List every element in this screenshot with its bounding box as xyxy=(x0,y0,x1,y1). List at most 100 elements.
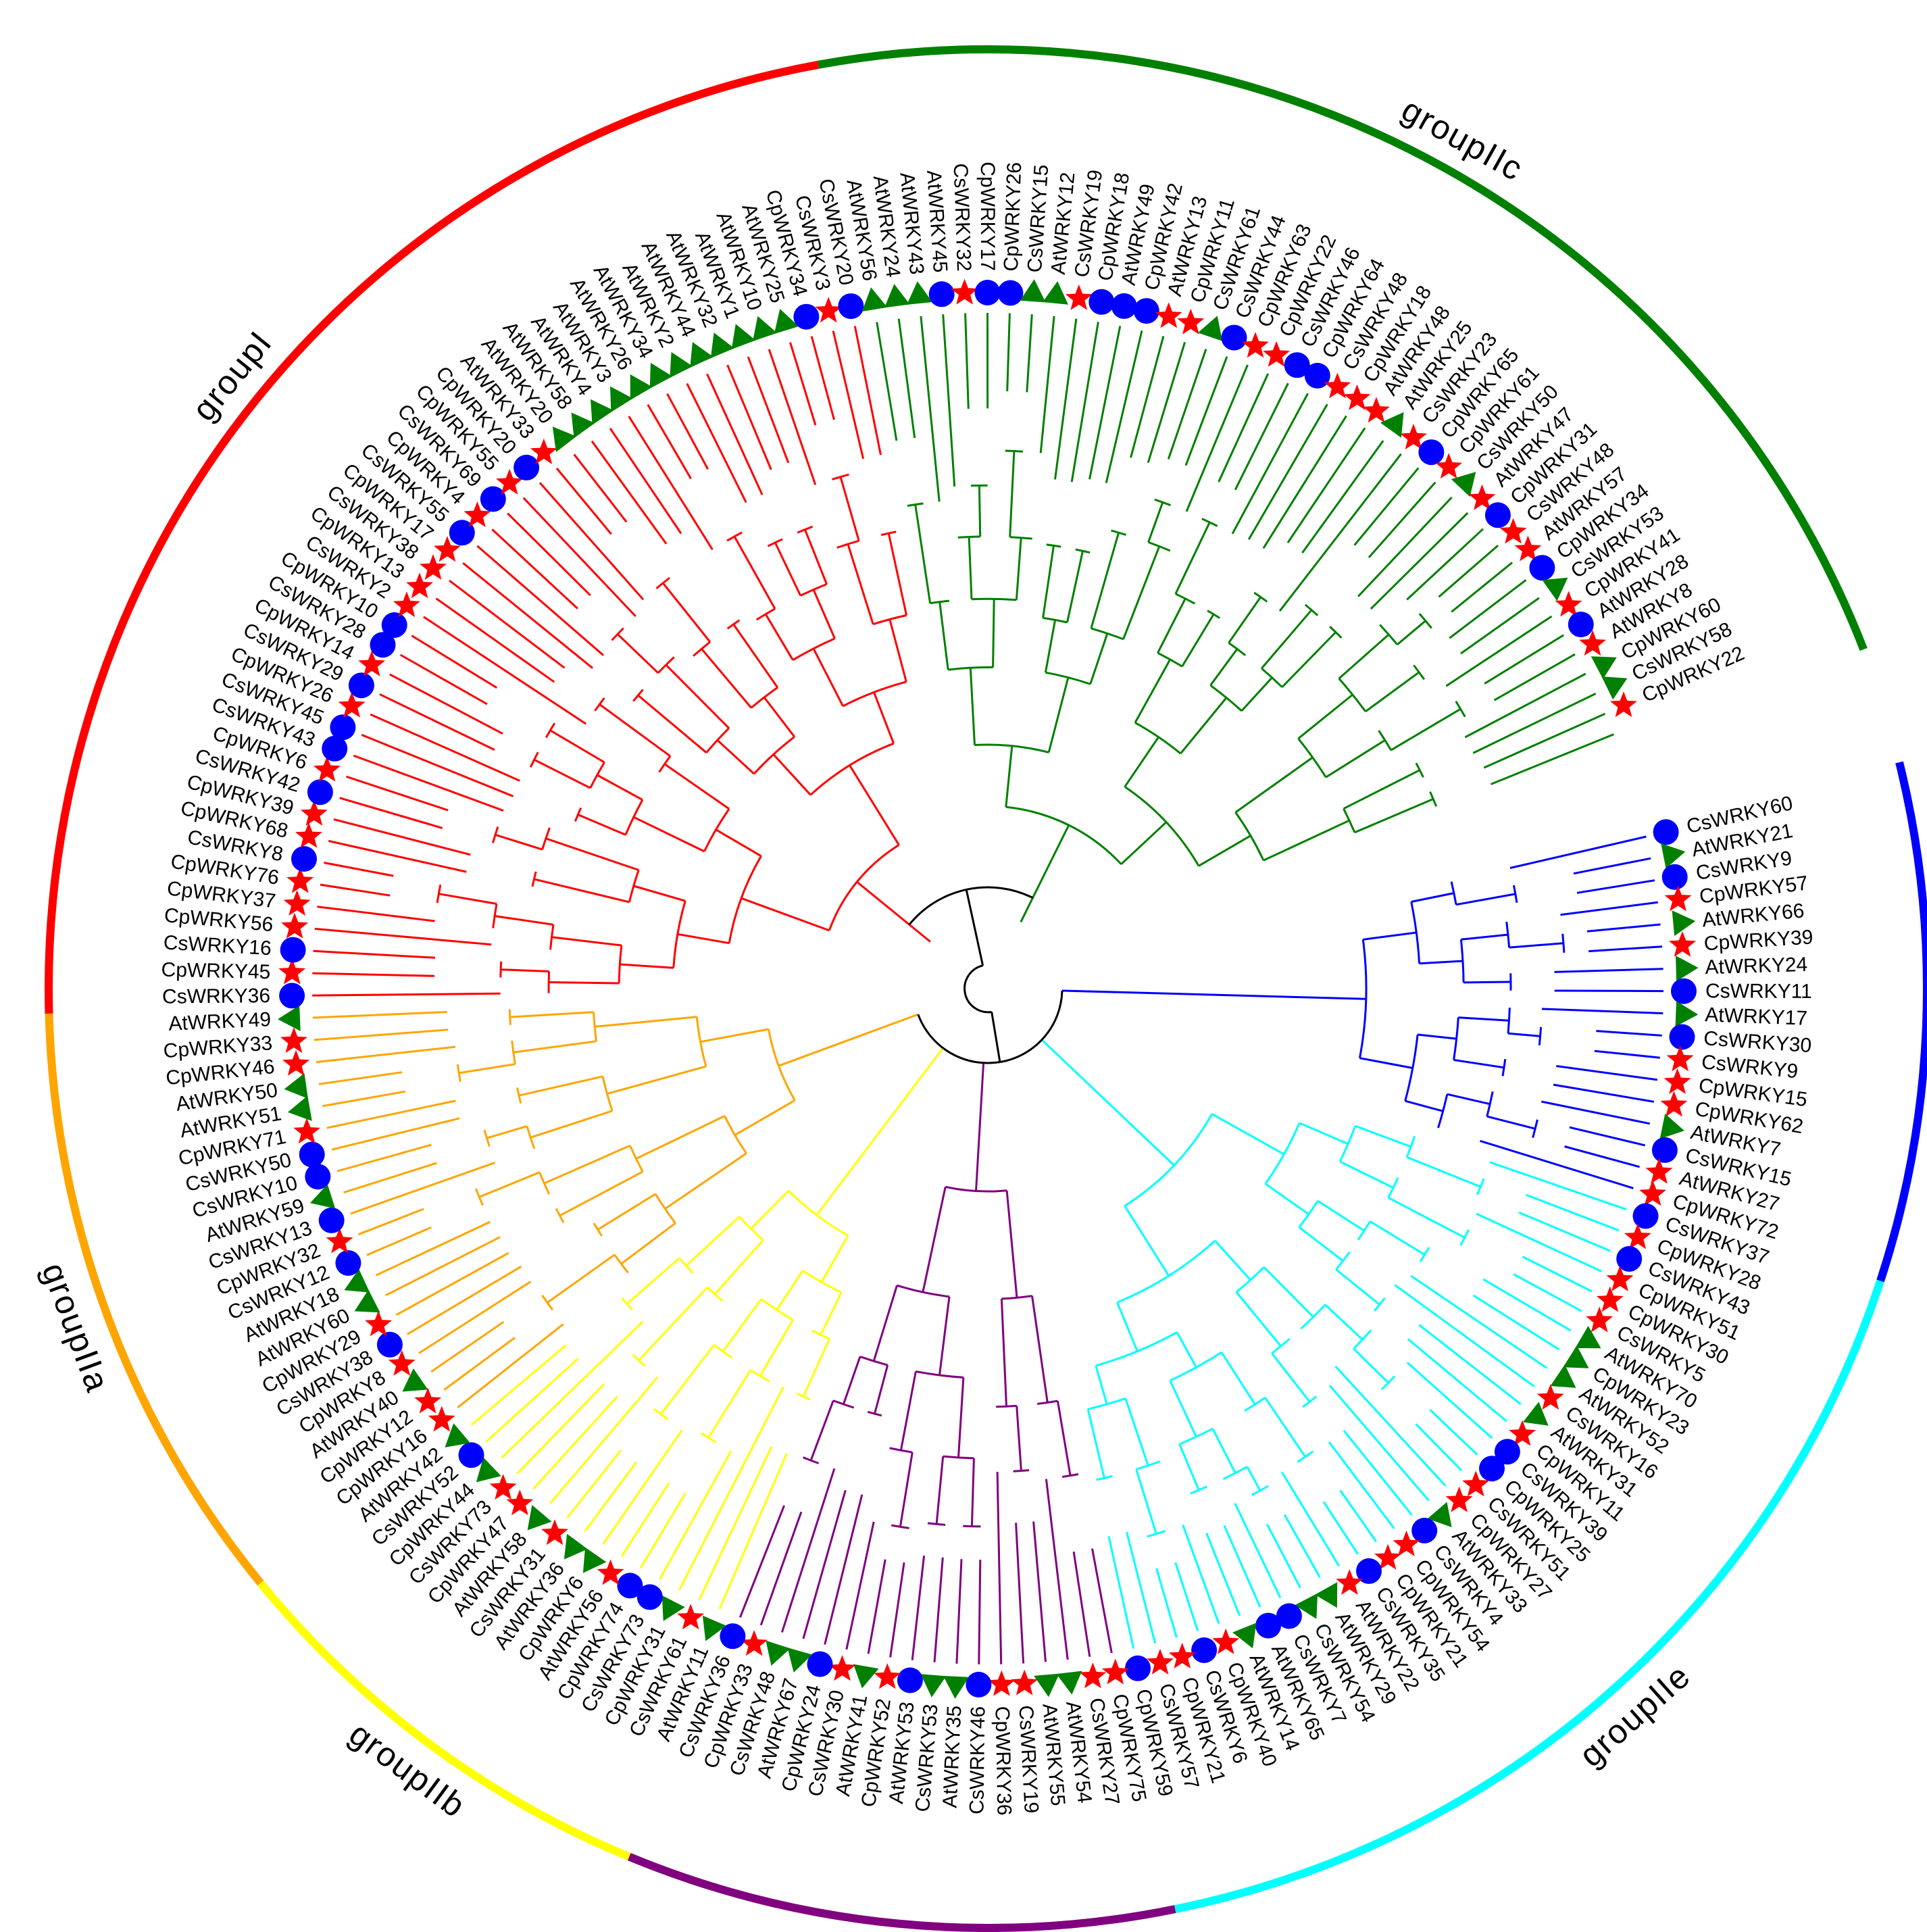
leaf-label: CsWRKY32 xyxy=(949,163,975,272)
branch-arc xyxy=(594,697,605,712)
branch-line xyxy=(1335,1268,1380,1306)
species-circle-marker xyxy=(1133,298,1159,324)
branch-line xyxy=(1124,1397,1149,1466)
branch-arc xyxy=(755,608,776,621)
group-label: groupIIa xyxy=(34,1258,117,1397)
species-star-marker xyxy=(1586,1306,1613,1333)
branch-line xyxy=(686,382,747,503)
species-triangle-marker xyxy=(310,1184,336,1209)
branch-line xyxy=(1271,1352,1311,1403)
branch-line xyxy=(1107,1536,1135,1649)
branch-line xyxy=(1234,1503,1282,1599)
branch-line xyxy=(1297,693,1353,740)
branch-line xyxy=(1041,1039,1175,1166)
branch-line xyxy=(1088,326,1122,480)
branch-line xyxy=(1298,1226,1344,1262)
branch-line xyxy=(1317,1199,1365,1232)
species-star-marker xyxy=(1393,1530,1420,1556)
branch-line xyxy=(435,597,555,683)
branch-arc xyxy=(859,1356,889,1366)
branch-line xyxy=(573,453,628,523)
branch-arc xyxy=(836,539,859,549)
branch-line xyxy=(874,1364,889,1414)
branch-line xyxy=(399,653,488,705)
branch-line xyxy=(722,1298,762,1352)
branch-line xyxy=(375,1220,491,1277)
species-star-marker xyxy=(428,1406,455,1432)
species-triangle-marker xyxy=(552,426,577,452)
branch-line xyxy=(1265,1183,1309,1216)
branch-line xyxy=(626,1257,680,1305)
branch-line xyxy=(968,537,973,599)
branch-line xyxy=(1047,677,1070,753)
branch-line xyxy=(1116,1302,1138,1352)
species-star-marker xyxy=(1445,1486,1473,1512)
branch-line xyxy=(1042,545,1055,618)
branch-line xyxy=(1394,1284,1535,1387)
branch-line xyxy=(559,1170,643,1217)
branch-arc xyxy=(796,1392,811,1401)
branch-line xyxy=(1324,1304,1363,1341)
branch-arc xyxy=(1302,1395,1318,1408)
species-star-marker xyxy=(1645,1158,1673,1184)
branch-line xyxy=(350,1162,495,1215)
branch-line xyxy=(491,528,578,610)
branch-line xyxy=(942,314,956,487)
branch-line xyxy=(1328,1441,1395,1529)
branch-line xyxy=(1460,597,1540,655)
species-triangle-marker xyxy=(1676,956,1699,982)
species-circle-marker xyxy=(1671,978,1697,1004)
branch-line xyxy=(1325,739,1386,778)
branch-arc xyxy=(1486,1091,1494,1117)
branch-line xyxy=(406,1265,522,1335)
species-circle-marker xyxy=(636,1584,663,1610)
branch-arc xyxy=(593,1222,603,1237)
branch-line xyxy=(1522,1256,1593,1293)
branch-arc xyxy=(726,619,741,630)
branch-line xyxy=(532,1395,618,1490)
branch-arc xyxy=(1235,1266,1265,1293)
branch-line xyxy=(551,936,622,947)
branch-line xyxy=(889,619,907,683)
branch-line xyxy=(1554,968,1663,973)
species-star-marker xyxy=(496,468,524,495)
species-star-marker xyxy=(541,1519,568,1545)
species-star-marker xyxy=(1462,1470,1490,1497)
species-star-marker xyxy=(1579,630,1606,656)
branch-line xyxy=(1419,960,1463,965)
branch-line xyxy=(1134,659,1172,724)
branch-line xyxy=(964,313,970,409)
branch-line xyxy=(1185,364,1249,512)
species-triangle-marker xyxy=(1550,1364,1576,1388)
branch-line xyxy=(1369,1220,1426,1256)
branch-arc xyxy=(693,641,711,657)
branch-line xyxy=(747,356,790,464)
branch-line xyxy=(700,1028,769,1043)
species-circle-marker xyxy=(838,293,864,320)
branch-arc xyxy=(1450,881,1457,905)
clade-groupIId xyxy=(1061,835,1664,1189)
branch-line xyxy=(1397,620,1426,645)
species-circle-marker xyxy=(1111,293,1137,319)
branch-line xyxy=(328,839,467,873)
branch-line xyxy=(379,693,495,751)
branch-line xyxy=(1489,1161,1627,1211)
branch-line xyxy=(609,427,682,535)
species-star-marker xyxy=(506,1489,534,1516)
branch-line xyxy=(395,1252,509,1316)
species-triangle-marker xyxy=(630,374,653,400)
species-circle-marker xyxy=(1304,362,1330,389)
branch-line xyxy=(1541,1008,1663,1014)
branch-arc xyxy=(1264,1122,1301,1185)
species-triangle-marker xyxy=(853,1664,879,1689)
branch-arc xyxy=(1271,1338,1291,1354)
branch-line xyxy=(370,713,520,782)
branch-line xyxy=(1263,819,1350,862)
species-star-marker xyxy=(1663,1068,1691,1094)
species-circle-marker xyxy=(376,1331,403,1358)
species-triangle-marker xyxy=(753,316,778,342)
branch-line xyxy=(607,1065,707,1095)
branch-line xyxy=(1406,1156,1481,1188)
branch-line xyxy=(659,1344,716,1415)
branch-line xyxy=(471,1344,567,1426)
